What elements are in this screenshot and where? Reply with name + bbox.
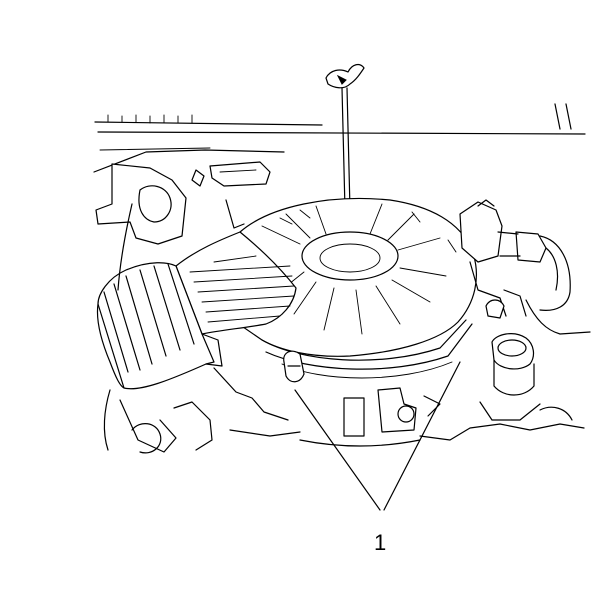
sensor-bracket [95, 161, 271, 291]
hood-edge [93, 103, 586, 173]
right-components [459, 199, 591, 421]
callout-label-1: 1 [374, 530, 386, 555]
callout-leaders [294, 361, 461, 511]
intake-duct [96, 231, 297, 390]
air-cleaner-cover [229, 197, 478, 379]
retaining-clip-left [283, 350, 305, 383]
lower-engine-detail [103, 367, 585, 454]
retaining-clip-right [485, 299, 505, 319]
